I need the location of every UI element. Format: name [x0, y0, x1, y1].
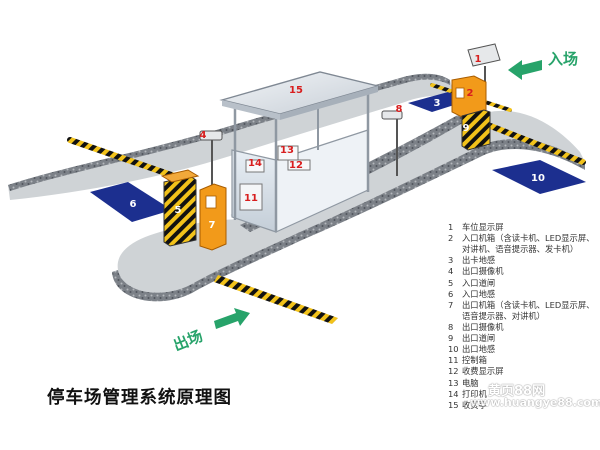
exit-equipment — [160, 169, 227, 251]
legend-item-9: 9 出口道闸 — [448, 333, 600, 344]
booth-roof-edge-side — [280, 86, 378, 120]
legend-label: 入口道闸 — [462, 277, 496, 288]
legend-number: 8 — [448, 321, 454, 332]
marker-11: 11 — [244, 193, 258, 204]
legend-label: 入口地感 — [462, 288, 496, 299]
marker-15: 15 — [289, 85, 303, 96]
sensor-pad-10 — [492, 160, 586, 194]
exit-arrow-icon — [214, 308, 250, 329]
cameras — [199, 110, 403, 192]
printer — [245, 159, 265, 173]
legend-label: 出口摄像机 — [462, 266, 504, 277]
marker-6: 6 — [130, 199, 137, 210]
legend-label: 车位显示屏 — [462, 222, 504, 232]
marker-2: 2 — [467, 88, 474, 99]
control-cabinet — [239, 183, 263, 211]
legend-item-2: 2 入口机箱（含读卡机、LED显示屏、 — [448, 233, 600, 244]
entry-gate-pillar — [461, 109, 491, 151]
legend-label: 出口道闸 — [462, 333, 496, 344]
diagram-title: 停车场管理系统原理图 — [47, 388, 232, 408]
marker-4: 4 — [200, 130, 207, 141]
entry-equipment — [451, 75, 491, 151]
legend-number: 9 — [448, 333, 454, 344]
legend-number: 14 — [448, 388, 459, 399]
legend-number: 6 — [448, 288, 454, 299]
legend-number: 7 — [448, 299, 454, 310]
exit-barrier-arm-right — [485, 122, 586, 165]
toll-booth — [219, 71, 381, 233]
legend-number: 11 — [448, 355, 459, 366]
marker-14: 14 — [248, 158, 262, 169]
legend-item-8: 8 出口摄像机 — [448, 322, 600, 333]
booth-roof-edge — [222, 100, 280, 120]
legend-number: 10 — [448, 344, 459, 355]
entry-barrier-arm — [67, 137, 183, 181]
marker-8: 8 — [396, 104, 403, 115]
legend-number: 13 — [448, 377, 459, 388]
exit-barrier-arm-ground — [214, 275, 338, 324]
exit-camera-body — [199, 130, 223, 141]
legend-number: 2 — [448, 233, 454, 244]
exit-cabinet-panel — [205, 195, 217, 209]
upper-lane-curb — [8, 73, 450, 191]
marker-7: 7 — [209, 220, 216, 231]
legend-label: 打印机 — [462, 388, 487, 399]
exit-direction-label: 出场 — [171, 327, 206, 355]
legend-number: 15 — [448, 399, 459, 410]
legend-number: 12 — [448, 366, 459, 377]
legend-number: 3 — [448, 255, 454, 266]
upper-exit-lane — [8, 73, 455, 200]
legend-item-7: 7 出口机箱（含读卡机、LED显示屏、 — [448, 300, 600, 311]
entry-cabinet-panel — [455, 87, 465, 99]
legend-item-7-continued: 语音提示器、对讲机） — [462, 310, 545, 321]
legend-label: 出口机箱（含读卡机、LED显示屏、 — [462, 299, 595, 310]
legend-label: 控制箱 — [462, 355, 487, 366]
legend-label: 出卡地感 — [462, 255, 496, 266]
marker-12: 12 — [289, 160, 303, 171]
entry-arrow-icon — [508, 60, 542, 80]
exit-ticket-cabinet — [199, 183, 227, 251]
legend-label: 收费亭 — [462, 399, 487, 410]
main-lane — [117, 110, 585, 293]
marker-5: 5 — [175, 205, 182, 216]
marker-13: 13 — [280, 145, 294, 156]
fee-display — [287, 159, 311, 171]
entry-camera-body — [381, 110, 403, 120]
marker-9: 9 — [463, 123, 470, 134]
legend-label: 出口摄像机 — [462, 321, 504, 332]
exit-gate-cap — [160, 169, 200, 183]
legend-item-6: 6 入口地感 — [448, 289, 600, 300]
legend-number: 4 — [448, 266, 454, 277]
marker-10: 10 — [531, 173, 545, 184]
legend-item-3: 3 出卡地感 — [448, 255, 600, 266]
sensor-pad-6 — [90, 182, 172, 222]
sign-board — [467, 43, 501, 67]
legend-item-1: 1 车位显示屏 — [448, 222, 600, 233]
marker-1: 1 — [475, 54, 482, 65]
legend-label: 出口地感 — [462, 344, 496, 355]
marker-3: 3 — [434, 98, 441, 109]
legend-item-4: 4 出口摄像机 — [448, 266, 600, 277]
legend-number: 1 — [448, 222, 454, 232]
legend-label: 收费显示屏 — [462, 366, 504, 377]
number-markers: 1 2 3 4 5 6 7 8 9 10 11 12 13 14 15 — [130, 54, 545, 231]
legend-label: 电脑 — [462, 377, 479, 388]
legend-number: 5 — [448, 277, 454, 288]
entry-direction-label: 入场 — [548, 50, 578, 68]
legend-item-2-continued: 对讲机、语音提示器、发卡机） — [462, 244, 579, 255]
legend-item-5: 5 入口道闸 — [448, 278, 600, 289]
legend-label: 入口机箱（含读卡机、LED显示屏、 — [462, 233, 595, 244]
